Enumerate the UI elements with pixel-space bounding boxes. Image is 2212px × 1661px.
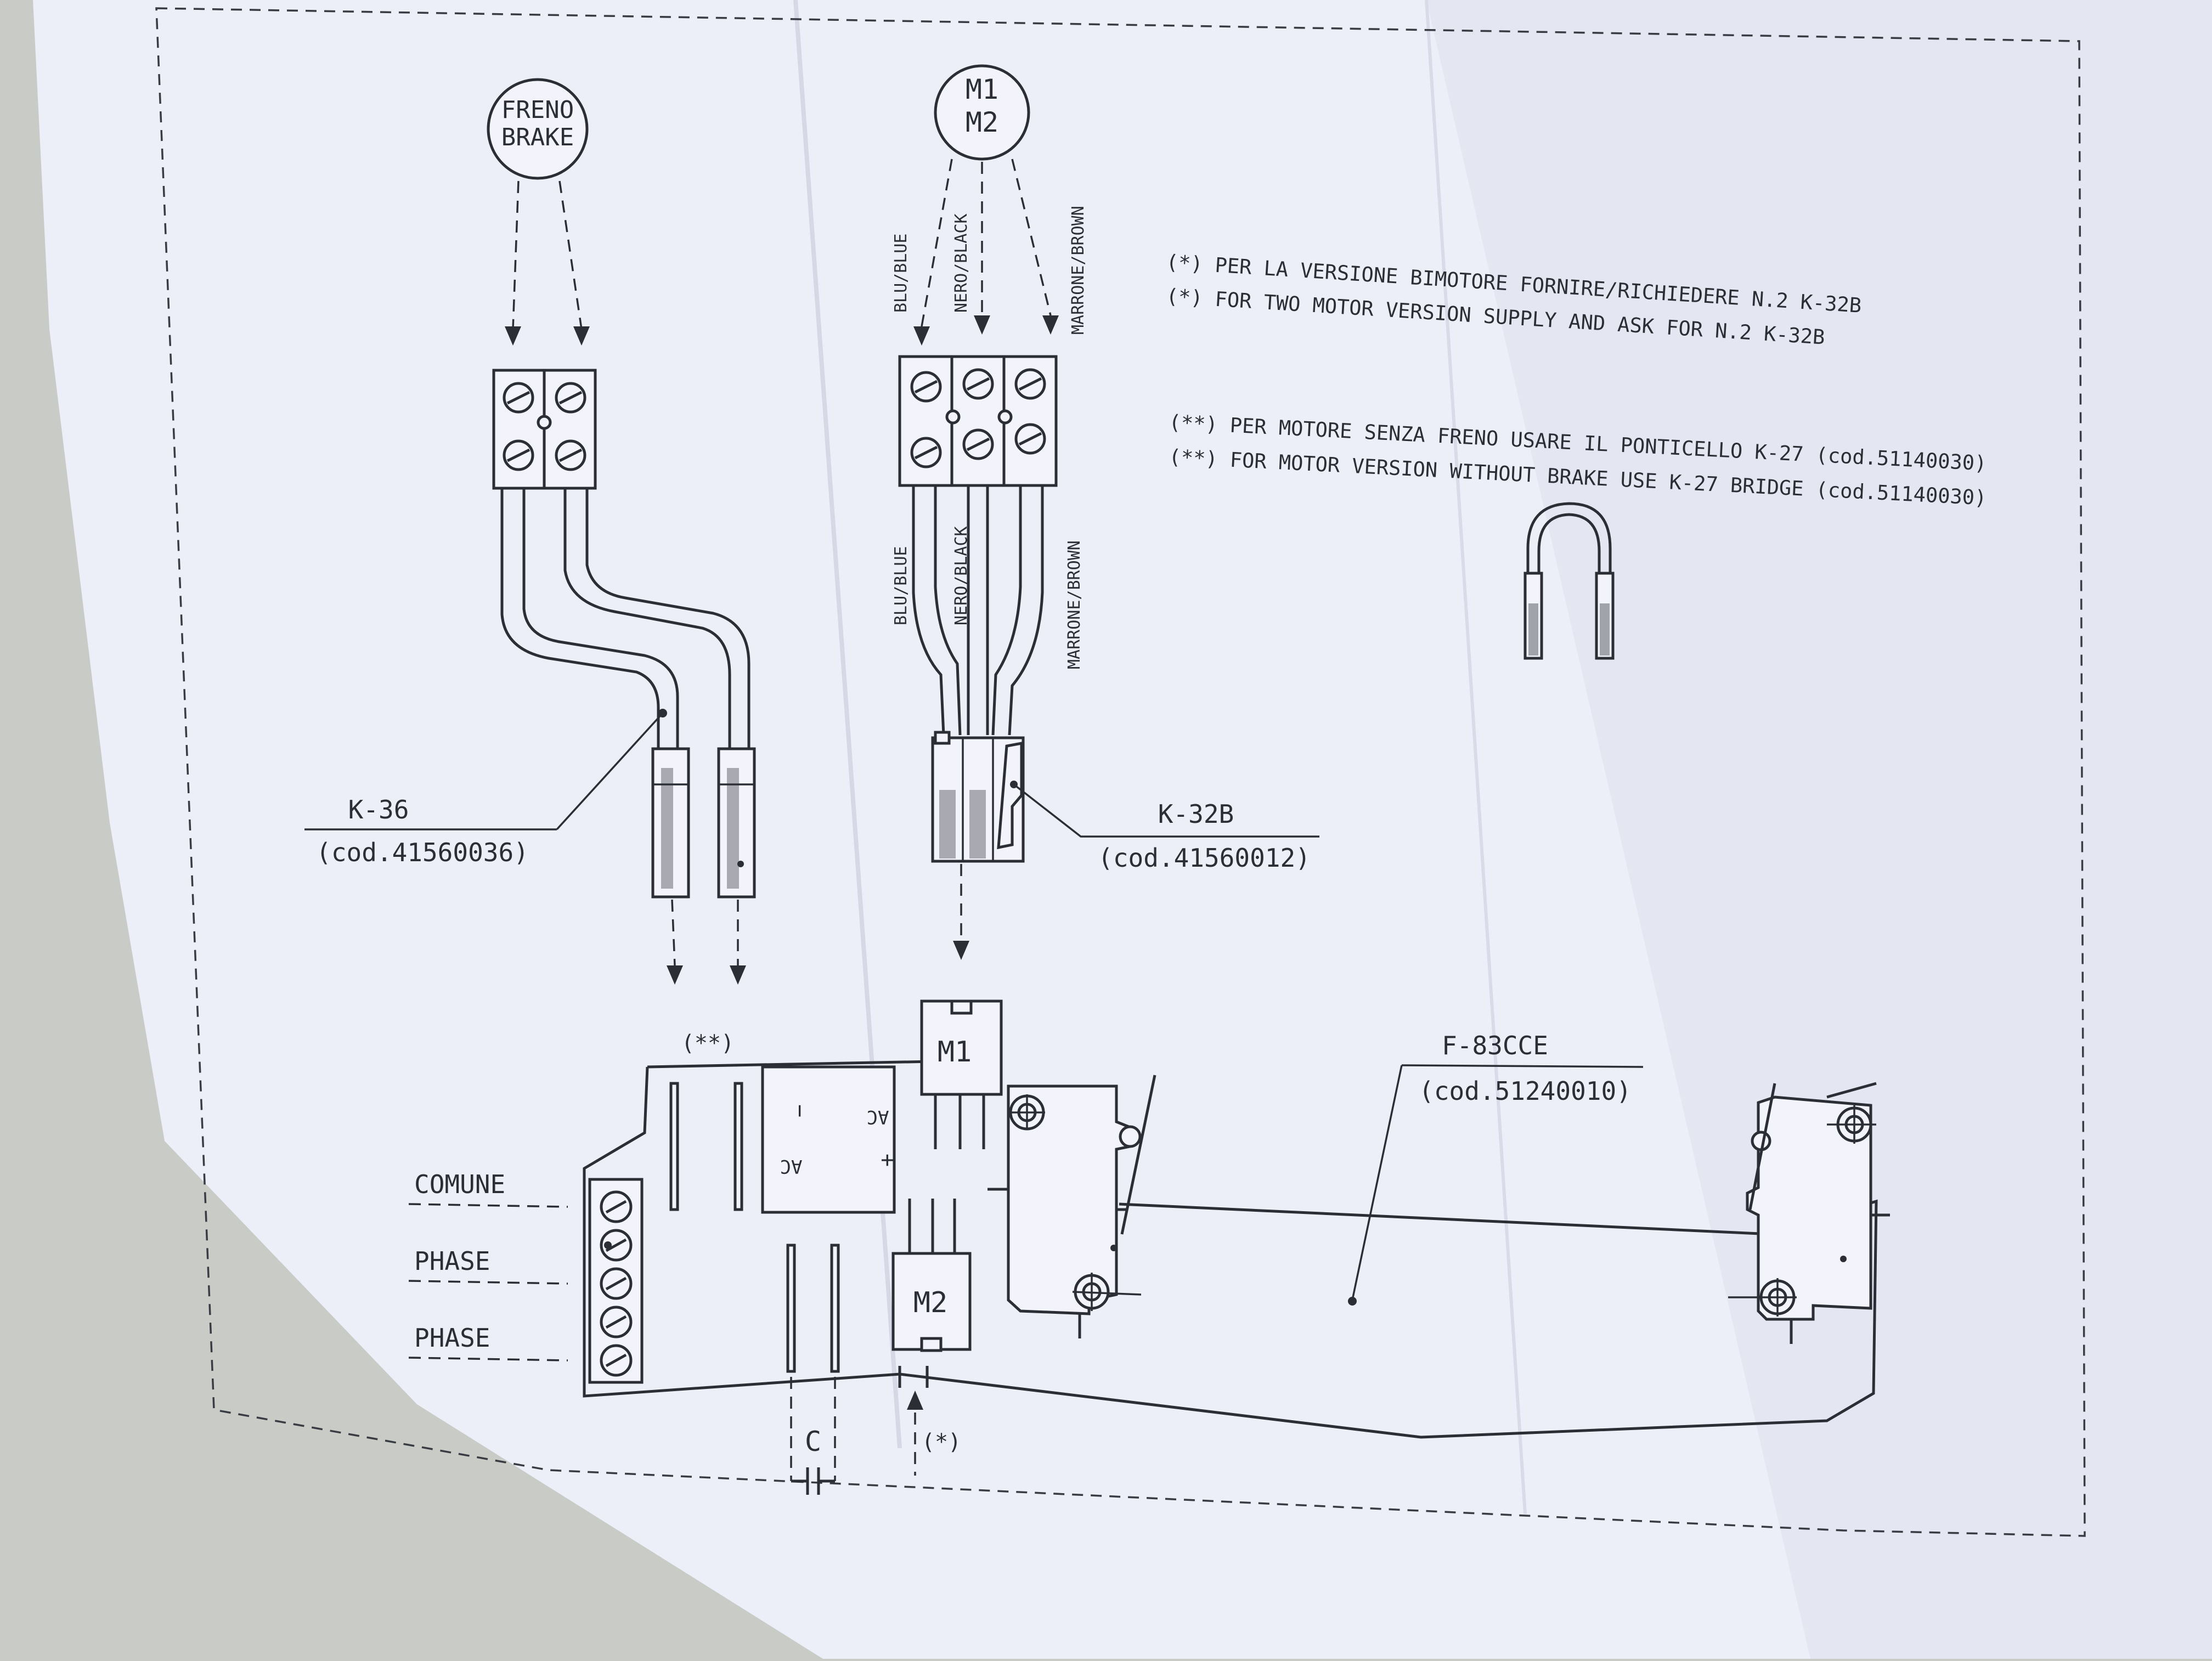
motor-label-1: M1 [966, 74, 998, 105]
brake-label-2: BRAKE [501, 123, 574, 151]
k27-bridge-icon [1523, 502, 1615, 660]
arrow-icon [667, 965, 683, 985]
label-comune: COMUNE [414, 1170, 505, 1199]
m1-connector [920, 999, 1003, 1096]
limit-switch-right [1728, 1082, 1890, 1344]
control-board: COMUNE PHASE PHASE (**) − AC AC + M1 M2 [408, 999, 1890, 1495]
motor-label-2: M2 [966, 106, 998, 138]
rectifier-ac-2: AC [780, 1155, 803, 1177]
wire-label-brown-bottom: MARRONE/BROWN [1065, 540, 1084, 669]
wire-label-blue-bottom: BLU/BLUE [891, 546, 911, 626]
label-double-star: (**) [681, 1031, 734, 1056]
arrow-icon [953, 941, 969, 960]
arrow-icon [730, 965, 746, 985]
brake-circle [487, 78, 589, 180]
arrow-icon [913, 326, 930, 346]
f83-code: (cod.51240010) [1419, 1076, 1632, 1106]
brake-lead-left [512, 180, 520, 330]
wire-label-blue-top: BLU/BLUE [891, 234, 911, 313]
arrow-icon [1042, 315, 1059, 335]
brake-cable-left-inner [522, 488, 679, 752]
brake-cable-left-outer [500, 488, 660, 752]
k36-label-group: K-36 (cod.41560036) [304, 712, 664, 867]
brake-lead-right [558, 180, 583, 330]
paper-shade [1426, 0, 2212, 1659]
label-single-star: (*) [922, 1430, 961, 1455]
k32b-code: (cod.41560012) [1098, 843, 1311, 873]
brake-label-1: FRENO [501, 96, 574, 124]
rectifier-ac-1: AC [867, 1106, 889, 1128]
wire-label-brown-top: MARRONE/BROWN [1069, 206, 1088, 335]
arrow-icon [974, 315, 990, 335]
brake-cable-right-outer [563, 488, 731, 752]
brake-group: FRENO BRAKE [487, 78, 756, 985]
rectifier [761, 1065, 896, 1214]
wire-label-black-top: NERO/BLACK [952, 213, 971, 313]
label-phase-2: PHASE [414, 1323, 490, 1353]
diagram-frame [155, 7, 2086, 1537]
rectifier-minus: − [787, 1104, 812, 1117]
motor-circle [934, 64, 1030, 161]
k36-name: K-36 [348, 795, 409, 824]
m2-connector [891, 1252, 972, 1351]
label-m1: M1 [938, 1036, 972, 1069]
brake-cable-right-inner [585, 488, 751, 752]
k32b-label-group: K-32B (cod.41560012) [1013, 783, 1319, 873]
k36-code: (cod.41560036) [316, 838, 529, 867]
motor-group: M1 M2 BLU/BLUE NERO/BLACK MARRONE/BROWN … [891, 64, 1088, 960]
k32b-name: K-32B [1158, 799, 1234, 829]
arrow-icon [907, 1391, 923, 1410]
label-m2: M2 [913, 1286, 948, 1319]
limit-switch-left [988, 1075, 1156, 1338]
rectifier-plus: + [875, 1154, 900, 1167]
arrow-icon [573, 326, 590, 346]
paper-fold-2 [1425, 0, 1527, 1515]
label-capacitor: C [805, 1426, 821, 1457]
arrow-icon [505, 326, 521, 346]
label-phase-1: PHASE [414, 1246, 490, 1276]
wire-label-black-bottom: NERO/BLACK [952, 526, 971, 625]
f83-name: F-83CCE [1442, 1031, 1548, 1060]
